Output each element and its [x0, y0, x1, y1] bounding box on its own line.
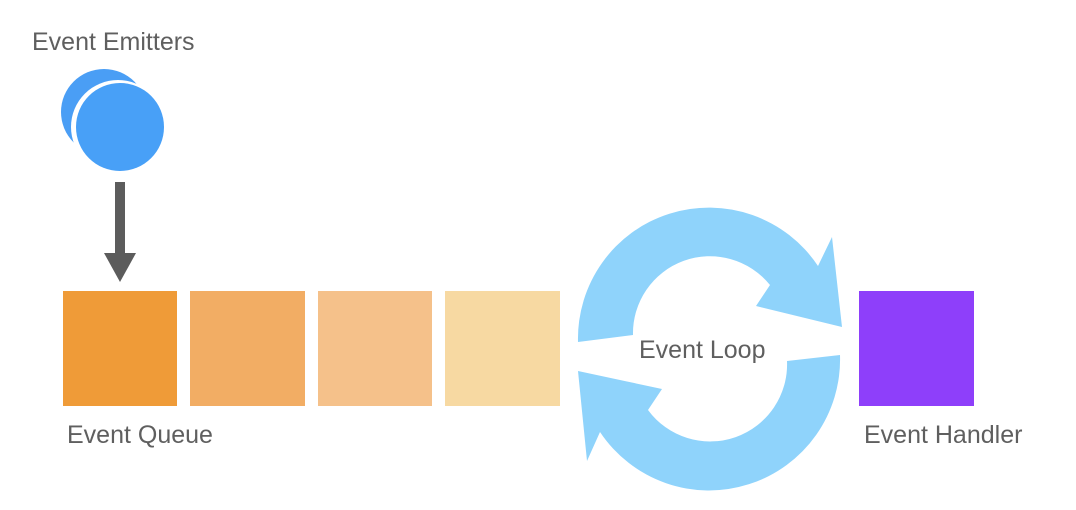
event-queue: [63, 291, 560, 406]
emit-arrow: [104, 182, 136, 282]
queue-item: [318, 291, 432, 406]
loop-arrow-bottom: [578, 355, 841, 491]
loop-arrow-top: [577, 207, 842, 342]
emitter-circle-front: [76, 83, 164, 171]
event-handler-box: [859, 291, 974, 406]
queue-item: [63, 291, 177, 406]
queue-item: [190, 291, 305, 406]
emit-arrow-head: [104, 253, 136, 282]
event-emitters-label: Event Emitters: [32, 28, 195, 56]
event-handler-label: Event Handler: [864, 421, 1023, 449]
queue-item: [445, 291, 560, 406]
emit-arrow-shaft: [115, 182, 125, 254]
event-loop-icon: [577, 207, 842, 491]
event-loop-label: Event Loop: [639, 336, 766, 364]
event-queue-label: Event Queue: [67, 421, 213, 449]
event-emitters-icon: [61, 69, 165, 174]
